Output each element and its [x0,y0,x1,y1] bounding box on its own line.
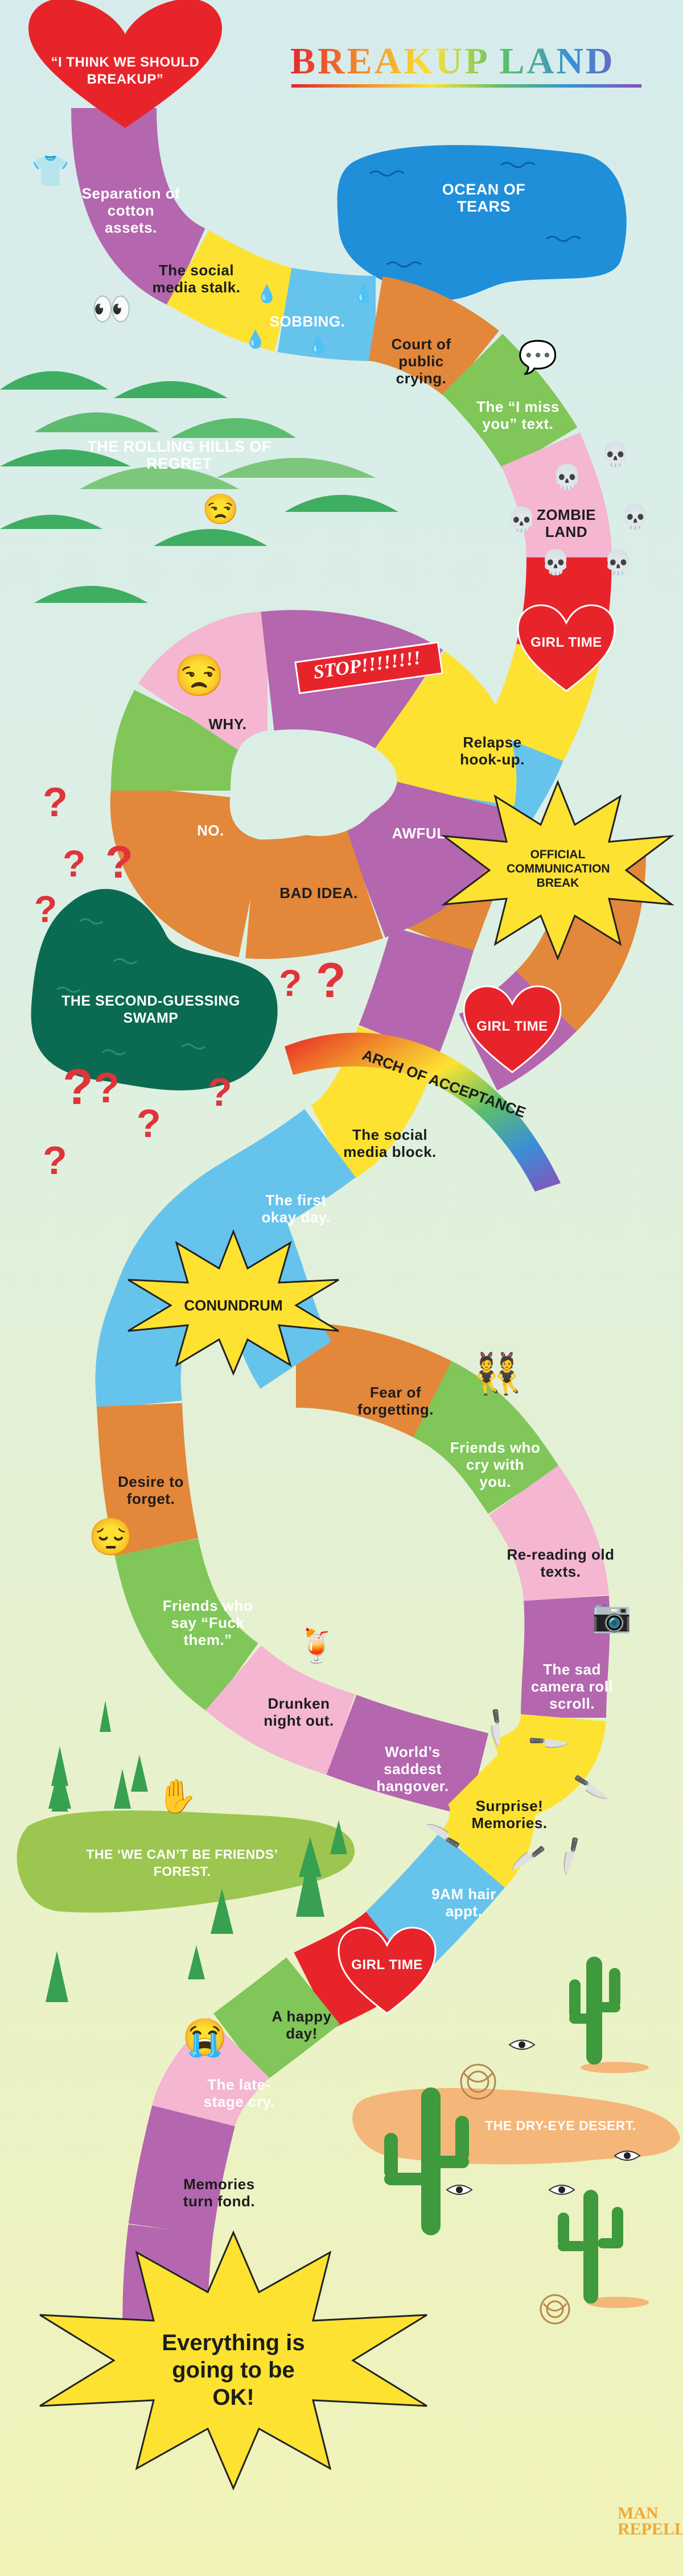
start-heart [28,0,222,128]
space-sobbing: SOBBING. [269,313,345,330]
space-miss: The “I miss you” text. [476,398,559,432]
space-desire: Desire to forget. [118,1473,184,1507]
finish-label: Everything is going to be OK! [162,2330,305,2410]
raised-hand-icon: ✋ [157,1778,198,1815]
ocean-of-tears [337,145,627,300]
question-mark-icon: ? [43,1138,67,1182]
space-cry: Friends who cry with you. [450,1439,541,1490]
question-mark-icon: ? [105,837,133,887]
dancers-icon: 👯 [472,1351,522,1396]
tumbleweeds [460,2064,570,2325]
space-girl3: GIRL TIME [351,1957,423,1973]
knife-icon: 🔪 [511,1839,546,1878]
droplet-icon: 💧 [256,285,278,304]
question-mark-icon: ? [63,1058,93,1115]
space-girl1: GIRL TIME [530,635,602,650]
pensive-face-icon: 😔 [88,1516,134,1557]
forest-meadow [17,1810,355,1913]
space-fond: Memories turn fond. [183,2176,256,2210]
question-mark-icon: ? [316,953,346,1008]
question-mark-icon: ? [63,842,86,884]
camera-icon: 📷 [592,1598,632,1634]
cactus-group [384,1957,623,2304]
question-mark-icon: ? [137,1101,161,1146]
girl-time-heart-1 [517,604,616,692]
girl-time-heart-3 [338,1926,437,2015]
space-reread: Re-reading old texts. [507,1546,615,1580]
skull-icon: 💀 [620,503,651,530]
speech-bubble-icon: 💬 [518,339,558,375]
ocean-label: OCEAN OF TEARS [442,181,526,215]
knife-icon: 🔪 [425,1818,462,1854]
question-mark-icon: ? [34,888,57,930]
space-relapse: Relapse hook-up. [460,734,525,768]
man-repeller-logo: MAN REPELLER [618,2504,683,2538]
space-badidea: BAD IDEA. [279,884,358,902]
second-guessing-swamp [31,888,278,1091]
space-latecry: The late-stage cry. [203,2076,275,2110]
hills-label: THE ROLLING HILLS OF REGRET [87,438,271,472]
space-camera: The sad camera roll scroll. [530,1661,614,1712]
space-cotton: Separation of cotton assets. [81,185,180,236]
question-mark-icon: ? [208,1070,232,1114]
skull-icon: 💀 [507,506,537,533]
space-drunken: Drunken night out. [264,1695,334,1729]
question-mark-icon: ? [43,780,68,825]
cocktail-icon: 🍹 [296,1627,338,1664]
space-conundrum: CONUNDRUM [184,1297,283,1314]
space-awful: AWFUL. [392,825,451,842]
space-okay: The first okay day. [261,1192,331,1226]
forest-label: THE ‘WE CAN’T BE FRIENDS’ FOREST. [86,1847,278,1879]
knife-icon: 🔪 [572,1769,610,1805]
arch-of-acceptance [285,1032,561,1192]
unamused-face-icon: 😒 [174,653,225,698]
question-mark-icon: ? [94,1064,120,1111]
space-hangover: World’s saddest hangover. [376,1743,449,1794]
space-fear: Fear of forgetting. [357,1384,434,1418]
space-stalk: The social media stalk. [152,262,241,296]
rolling-hills [0,371,398,603]
conundrum-star [127,1229,339,1376]
girl-time-heart-2 [463,985,562,1073]
space-happy: A happy day! [271,2008,332,2042]
title-underline [291,84,641,88]
skull-icon: 💀 [552,464,582,490]
space-zombie: ZOMBIE LAND [536,506,596,540]
start-label: “I THINK WE SHOULD BREAKUP” [51,55,200,87]
desert-eyes [446,2040,641,2195]
space-hair: 9AM hair appt. [431,1886,496,1920]
skull-icon: 💀 [541,549,571,576]
space-why: WHY. [208,716,247,733]
skull-icon: 💀 [603,549,633,576]
eyes-icon: 👀 [91,291,133,328]
finish-star [39,2230,427,2491]
page-title: BREAKUP LAND [290,40,643,83]
space-no: NO. [197,822,224,839]
droplet-icon: 💧 [307,336,329,355]
space-court: Court of public crying. [391,336,451,387]
space-fuck: Friends who say “Fuck them.” [162,1597,253,1648]
space-surprise: Surprise! Memories. [471,1797,548,1831]
question-mark-icon: ? [279,962,302,1004]
swamp-label: THE SECOND-GUESSING SWAMP [61,993,240,1026]
droplet-icon: 💧 [245,330,266,349]
official-break-star [441,779,675,961]
space-block: The social media block. [343,1126,437,1160]
unamused-face-icon: 😒 [202,493,239,526]
droplet-icon: 💧 [353,285,375,304]
space-girl2: GIRL TIME [476,1019,548,1034]
crying-face-icon: 😭 [182,2017,228,2058]
space-official: OFFICIAL COMMUNICATION BREAK [507,848,610,890]
shirt-icon: 👕 [31,154,70,188]
desert-label: THE DRY-EYE DESERT. [485,2118,636,2133]
skull-icon: 💀 [600,441,631,468]
